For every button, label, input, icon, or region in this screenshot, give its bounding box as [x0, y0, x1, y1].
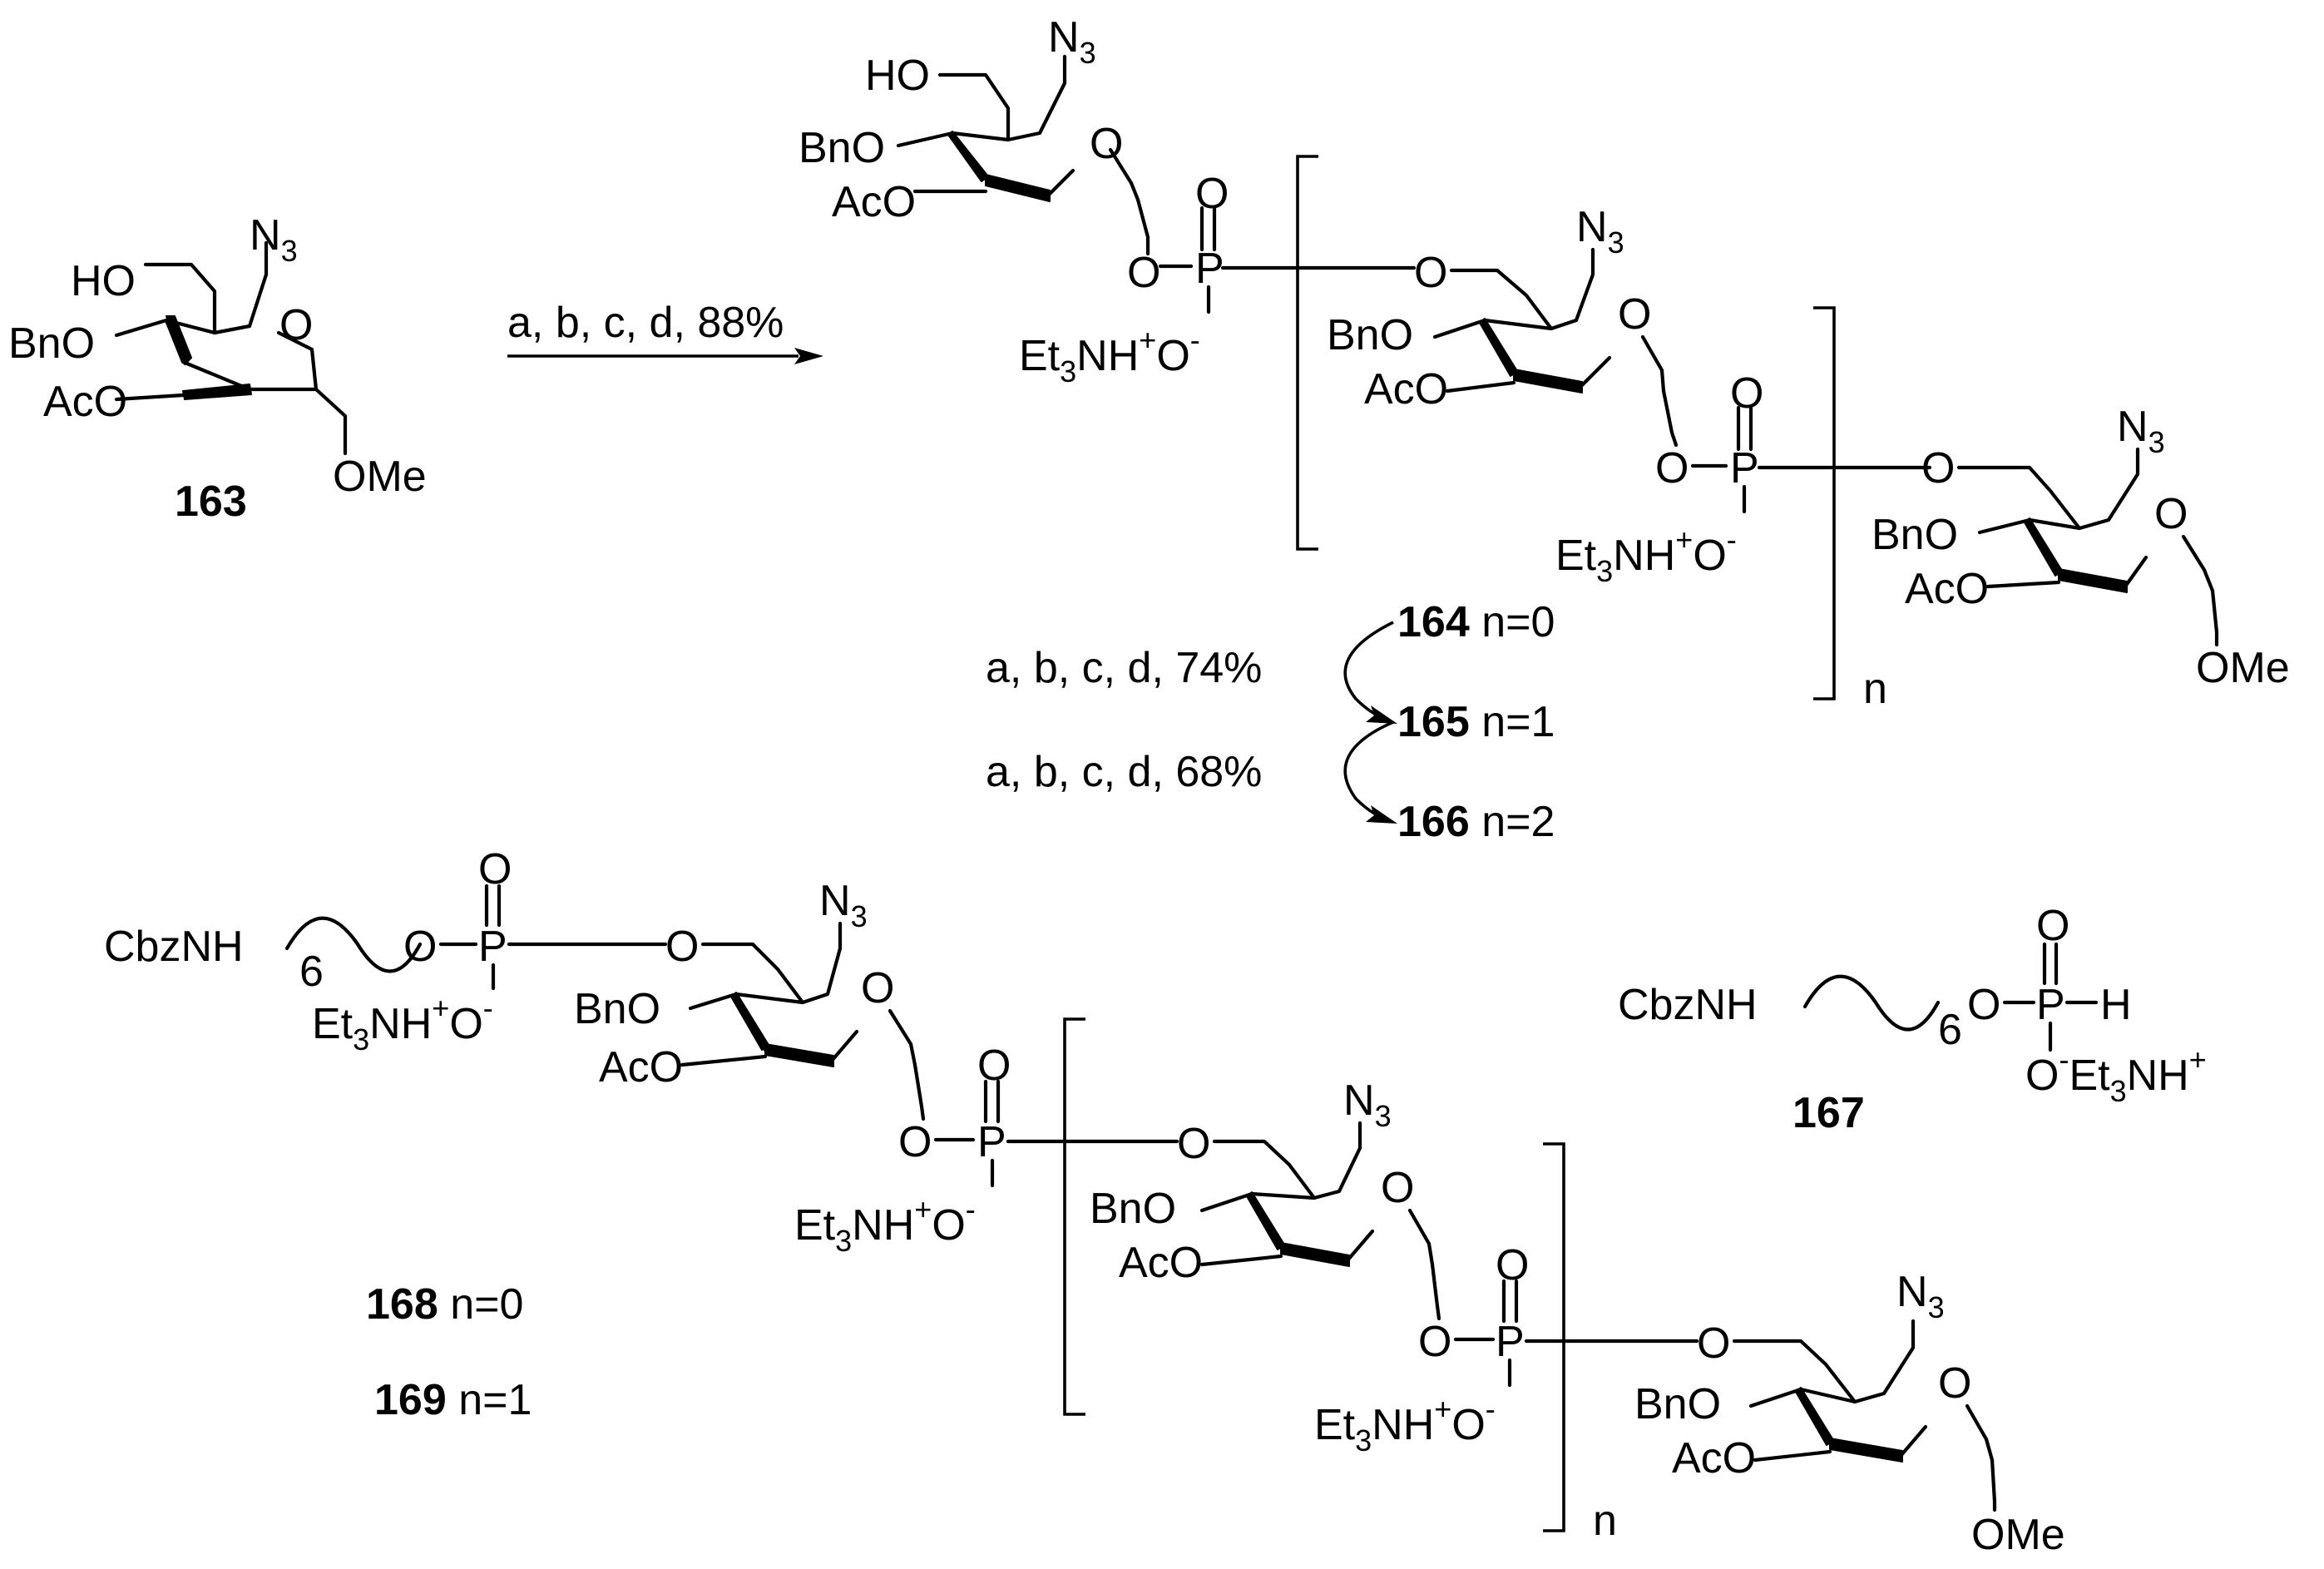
- ho-label: HO: [865, 52, 930, 100]
- phosphorus-label: P: [977, 1118, 1006, 1166]
- bno-label: BnO: [574, 985, 660, 1033]
- aco-label: AcO: [1905, 565, 1989, 613]
- azide-label: N3: [1048, 13, 1096, 70]
- cbznh-label: CbzNH: [1618, 981, 1758, 1029]
- bno-label: BnO: [1327, 311, 1413, 359]
- repeat-index-n: n: [1593, 1497, 1617, 1545]
- ring-oxygen-label: O: [279, 301, 313, 349]
- reaction-arrow-1: a, b, c, d, 88%: [507, 299, 823, 364]
- phosphorus-label: P: [2036, 981, 2065, 1029]
- phosphoryl-oxygen: O: [1195, 170, 1229, 218]
- aco-label: AcO: [599, 1043, 683, 1091]
- compound-label-168: 168 n=0: [366, 1280, 523, 1329]
- azide-label: N3: [819, 877, 868, 933]
- compound-label-165: 165 n=1: [1397, 698, 1555, 746]
- phosphoryl-oxygen: O: [977, 1042, 1011, 1090]
- ester-oxygen: O: [1967, 981, 2000, 1029]
- chain-length-label: 6: [299, 948, 324, 996]
- counterion-label: Et3NH+O-: [1314, 1392, 1496, 1458]
- linking-oxygen: O: [1414, 249, 1447, 297]
- aco-label: AcO: [1672, 1434, 1756, 1482]
- ho-label: HO: [71, 257, 136, 305]
- counterion-label: Et3NH+O-: [1019, 323, 1200, 389]
- counterion-label: Et3NH+O-: [1555, 522, 1737, 588]
- phosphorus-label: P: [1730, 444, 1759, 492]
- ring-oxygen-label: O: [1618, 290, 1651, 339]
- counterion-label: O-Et3NH+: [2025, 1042, 2207, 1108]
- glycosidic-oxygen: O: [1418, 1318, 1451, 1366]
- ome-label: OMe: [1971, 1511, 2065, 1559]
- phosphoryl-oxygen: O: [1730, 369, 1763, 418]
- azide-label: N3: [250, 211, 298, 268]
- counterion-label: Et3NH+O-: [312, 991, 493, 1057]
- compound-167: CbzNH 6 O P O H O-Et3NH+ 167: [1618, 902, 2207, 1137]
- conditions-step3: a, b, c, d, 68%: [986, 748, 1262, 796]
- azide-label: N3: [1896, 1268, 1945, 1324]
- bno-label: BnO: [1634, 1380, 1721, 1428]
- compound-163: HO N3 BnO AcO O OMe 163: [8, 211, 427, 526]
- bno-label: BnO: [1872, 511, 1958, 559]
- phosphoryl-oxygen: O: [478, 845, 512, 893]
- linking-oxygen: O: [1177, 1120, 1210, 1168]
- chain-length-label: 6: [1938, 1006, 1962, 1054]
- glycosidic-oxygen: O: [1127, 249, 1160, 297]
- glycosidic-oxygen: O: [1655, 444, 1689, 492]
- ester-oxygen: O: [403, 923, 437, 971]
- phosphoryl-oxygen: O: [1496, 1241, 1529, 1289]
- ome-label: OMe: [2196, 644, 2290, 692]
- conditions-step1: a, b, c, d, 88%: [507, 299, 784, 347]
- cbznh-label: CbzNH: [104, 923, 244, 971]
- ring-oxygen-label: O: [1938, 1359, 1971, 1408]
- azide-label: N3: [1576, 203, 1624, 260]
- bno-label: BnO: [8, 319, 95, 368]
- ring-oxygen-label: O: [861, 964, 894, 1012]
- compound-number-163: 163: [175, 478, 247, 526]
- linking-oxygen: O: [1697, 1319, 1730, 1368]
- compound-label-169: 169 n=1: [374, 1376, 532, 1424]
- ome-label: OMe: [333, 453, 427, 501]
- counterion-label: Et3NH+O-: [794, 1192, 976, 1258]
- compound-164-166: N3 HO BnO AcO O O P O Et3NH+O- O N3 BnO …: [799, 13, 2290, 846]
- phosphoryl-oxygen: O: [2036, 902, 2069, 950]
- conditions-step2: a, b, c, d, 74%: [986, 644, 1262, 692]
- bno-label: BnO: [1090, 1185, 1176, 1233]
- bno-label: BnO: [799, 124, 885, 172]
- compound-label-166: 166 n=2: [1397, 798, 1555, 846]
- repeat-index-n: n: [1863, 665, 1887, 713]
- aco-label: AcO: [832, 178, 916, 226]
- aco-label: AcO: [43, 378, 127, 426]
- hydrogen-label: H: [2100, 981, 2132, 1029]
- compound-168-169: CbzNH 6 O P O Et3NH+O- O N3 BnO AcO O O …: [104, 845, 2065, 1559]
- glycosidic-oxygen: O: [898, 1118, 932, 1166]
- linking-oxygen: O: [1921, 444, 1955, 492]
- linking-oxygen: O: [665, 923, 699, 971]
- azide-label: N3: [2117, 403, 2165, 459]
- compound-number-167: 167: [1792, 1089, 1865, 1137]
- ring-oxygen-label: O: [2154, 490, 2188, 538]
- azide-label: N3: [1343, 1077, 1392, 1133]
- phosphorus-label: P: [1496, 1318, 1525, 1366]
- phosphorus-label: P: [1195, 245, 1224, 293]
- compound-label-164: 164 n=0: [1397, 598, 1555, 646]
- ring-oxygen-label: O: [1381, 1164, 1414, 1212]
- phosphorus-label: P: [478, 923, 507, 971]
- aco-label: AcO: [1119, 1239, 1203, 1287]
- aco-label: AcO: [1364, 365, 1448, 413]
